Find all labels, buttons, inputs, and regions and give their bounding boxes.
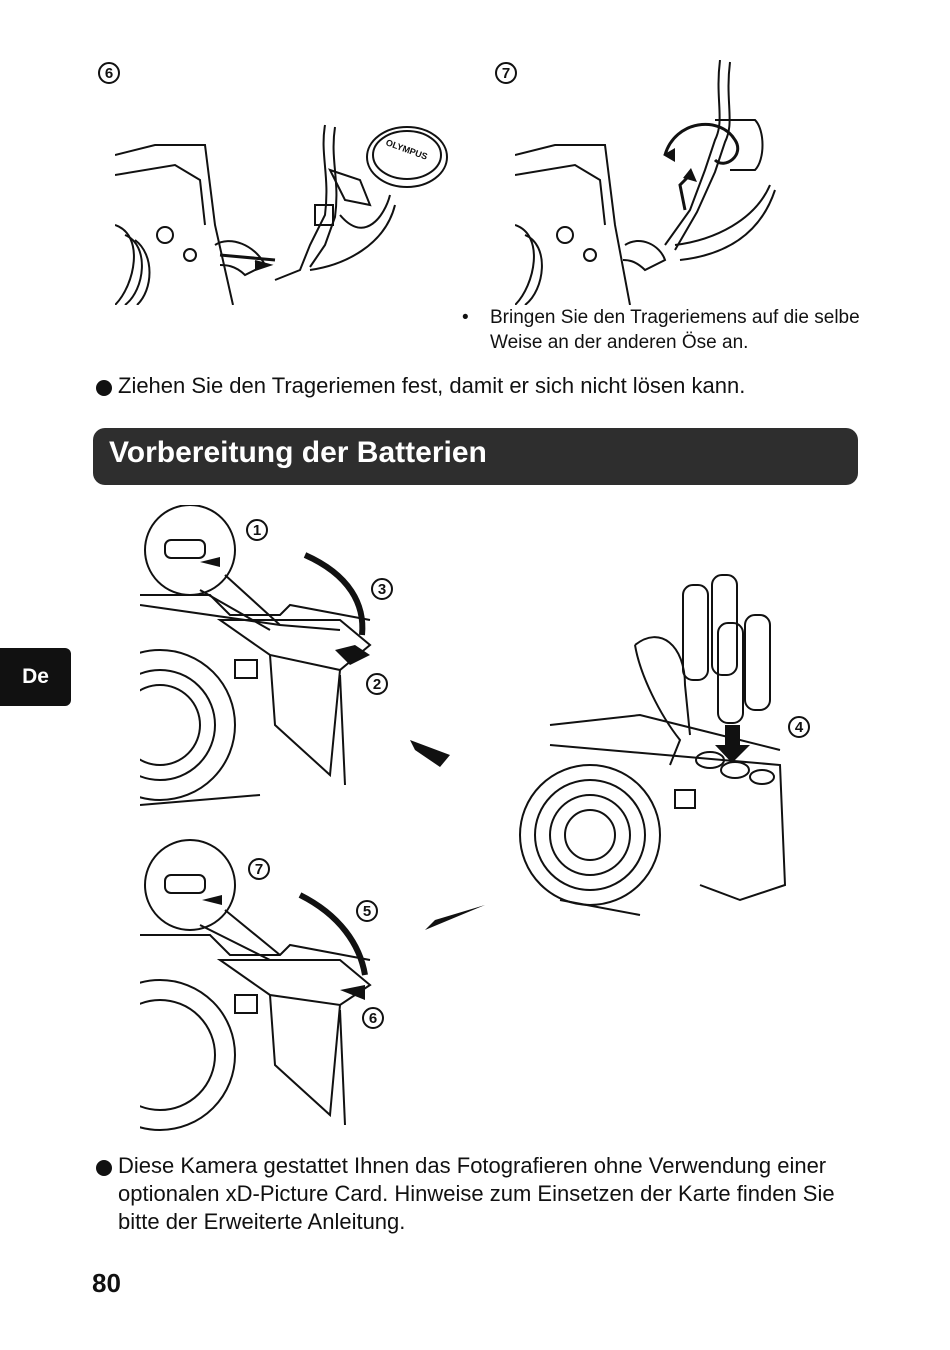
lens-cap-brand: OLYMPUS xyxy=(384,137,428,161)
step-marker-5: 5 xyxy=(356,900,378,922)
page-number: 80 xyxy=(92,1268,121,1298)
bullet-dot xyxy=(96,380,112,396)
step-marker-7b: 7 xyxy=(248,858,270,880)
camera-close-step xyxy=(140,839,372,1131)
bullet-dot xyxy=(96,1160,112,1176)
strap-note-text: Bringen Sie den Trageriemens auf die sel… xyxy=(490,307,860,353)
strap-threading-illustration xyxy=(515,60,776,305)
step-marker-4: 4 xyxy=(788,716,810,738)
step-marker-6b: 6 xyxy=(362,1007,384,1029)
step-marker-3: 3 xyxy=(371,578,393,600)
strap-attach-illustration: OLYMPUS xyxy=(115,124,448,305)
language-tab: De xyxy=(0,648,71,706)
note-bullet: • xyxy=(462,307,469,328)
step-marker-1: 1 xyxy=(246,519,268,541)
battery-insertion-diagram xyxy=(140,505,787,1131)
camera-open-step xyxy=(140,505,372,806)
step-marker-6: 6 xyxy=(98,62,120,84)
section-header: Vorbereitung der Batterien xyxy=(93,428,858,485)
step-marker-2: 2 xyxy=(366,673,388,695)
bullet-tighten-strap-text: Ziehen Sie den Trageriemen fest, damit e… xyxy=(118,373,746,398)
section-title: Vorbereitung der Batterien xyxy=(109,436,487,469)
bullet-card-note-text: Diese Kamera gestattet Ihnen das Fotogra… xyxy=(118,1153,835,1234)
step-marker-7: 7 xyxy=(495,62,517,84)
